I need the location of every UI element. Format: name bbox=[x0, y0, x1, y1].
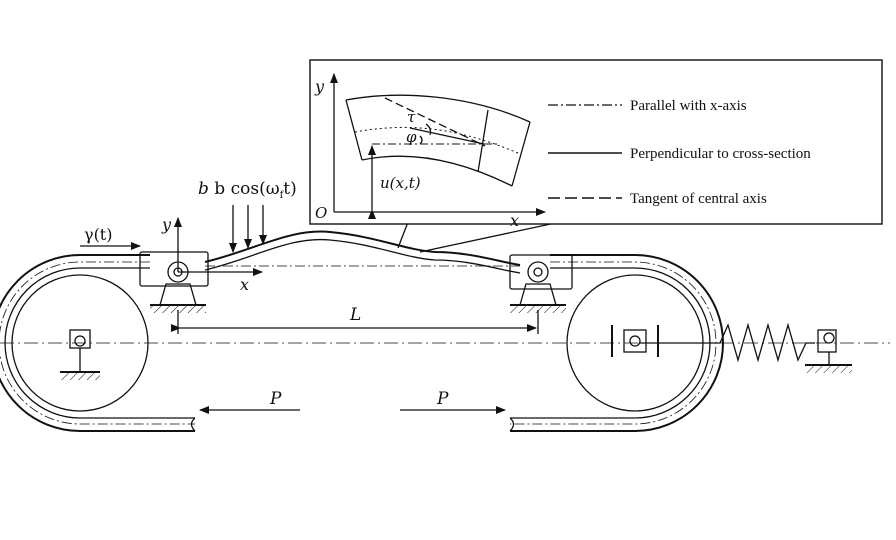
excitation-force-label: b b cos(ωft) bbox=[198, 179, 297, 201]
span-length-label: L bbox=[349, 305, 361, 325]
belt-left-centerline bbox=[0, 261, 195, 425]
inset-legend: Parallel with x-axis Perpendicular to cr… bbox=[548, 98, 811, 207]
legend-item-tangent: Tangent of central axis bbox=[630, 191, 767, 207]
y-axis-label: y bbox=[161, 215, 172, 234]
legend-item-parallel: Parallel with x-axis bbox=[630, 98, 747, 114]
tension-label-right: P bbox=[436, 389, 449, 409]
inset-detail: y x O τ φ u(x,t) Parallel with x-axis Pe… bbox=[309, 59, 883, 230]
x-axis-label: x bbox=[240, 275, 249, 294]
inset-x-label: x bbox=[510, 211, 519, 230]
belt-break-right bbox=[509, 417, 515, 432]
belt-left-outer bbox=[0, 254, 195, 432]
inset-leader-line bbox=[397, 221, 409, 249]
phi-label: φ bbox=[406, 128, 417, 146]
inset-frame bbox=[309, 59, 883, 225]
left-support bbox=[139, 251, 209, 313]
tension-spring bbox=[640, 322, 852, 373]
inset-y-label: y bbox=[314, 77, 325, 96]
legend-item-perpendicular: Perpendicular to cross-section bbox=[630, 146, 811, 162]
excitation-force-arrows bbox=[229, 205, 267, 253]
axial-speed-label: γ(t) bbox=[84, 225, 112, 244]
right-support bbox=[509, 254, 573, 313]
displacement-label: u(x,t) bbox=[380, 174, 421, 192]
tau-label: τ bbox=[407, 108, 416, 126]
axially-moving-belt-span bbox=[204, 230, 521, 274]
belt-break-left bbox=[190, 417, 196, 432]
inset-origin-label: O bbox=[315, 204, 327, 222]
tension-label-left: P bbox=[269, 389, 282, 409]
